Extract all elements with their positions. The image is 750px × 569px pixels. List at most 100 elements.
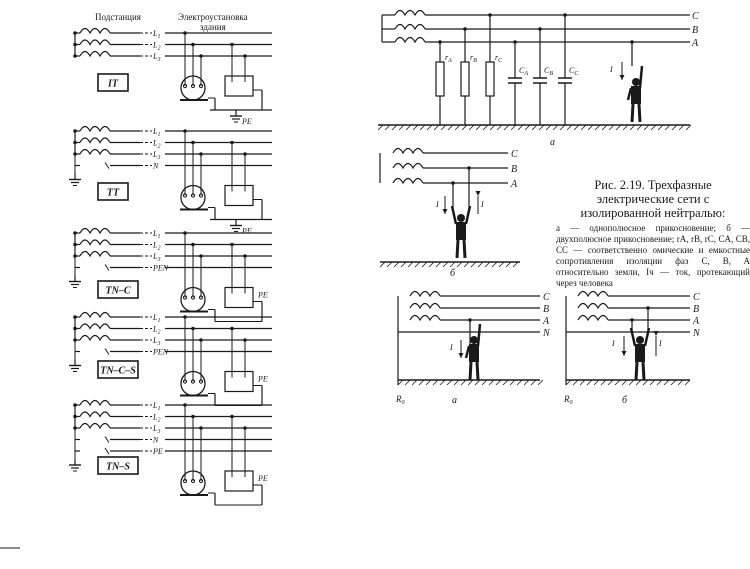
figure-label: б [450, 268, 456, 279]
junction-dot [191, 242, 195, 247]
subscript: 2 [157, 418, 160, 424]
ground-resistance-label: R0 [395, 394, 405, 406]
system-box [97, 280, 139, 299]
terminal [182, 193, 188, 198]
transformer-winding [79, 323, 111, 330]
arrow-head [653, 331, 659, 336]
junction-dot [73, 31, 77, 35]
ground-hatch [629, 124, 636, 131]
transformer-winding [409, 314, 441, 322]
junction-dot [243, 426, 247, 430]
transformer-winding [79, 50, 111, 58]
caption-title: Рис. 2.19. Трехфазные электрические сети… [580, 178, 726, 220]
pe-label: PE [241, 227, 252, 236]
person-arm [629, 327, 637, 347]
ground-hatch [505, 261, 512, 268]
transformer-winding [79, 239, 111, 246]
conductor-label: L2 [152, 325, 160, 336]
insulation-resistor [485, 61, 495, 97]
ground-hatch [481, 379, 488, 386]
subscript: A [523, 71, 528, 77]
transformer-winding [79, 39, 111, 46]
ground-hatch [447, 124, 454, 131]
transformer-winding [392, 162, 424, 170]
phase-label: C [511, 149, 518, 160]
junction-dot [191, 414, 195, 419]
ground-hatch [454, 124, 461, 131]
ground-hatch [684, 379, 691, 386]
person-leg [637, 103, 642, 123]
substation-label: Подстанция [95, 12, 141, 22]
tick [104, 447, 110, 455]
ground-hatch [435, 261, 442, 268]
conductor-label: PE [152, 447, 163, 456]
transformer-winding [79, 125, 111, 133]
ground-hatch [649, 379, 656, 386]
subscript: C [574, 71, 579, 77]
ground-hatch [657, 124, 664, 131]
ground-hatch [391, 124, 398, 131]
subscript: B [549, 71, 553, 77]
transformer-winding [79, 137, 111, 144]
system-name: IT [107, 79, 119, 90]
conductor-label: L1 [152, 127, 160, 138]
current-label: I [435, 200, 439, 209]
ground-hatch [419, 124, 426, 131]
ground-hatch [489, 124, 496, 131]
subscript: 1 [157, 234, 160, 240]
junction-dot [73, 403, 77, 407]
junction-dot [243, 152, 247, 156]
ground-hatch [461, 124, 468, 131]
terminal [190, 478, 196, 484]
ground-hatch [475, 124, 482, 131]
ground-hatch [538, 124, 545, 131]
ground-hatch [393, 261, 400, 268]
ground-hatch [411, 379, 418, 386]
current-label: I [658, 339, 662, 348]
transformer-winding [79, 411, 111, 418]
ground-hatch [579, 379, 586, 386]
phase-label: A [692, 316, 700, 327]
ground-hatch [614, 379, 621, 386]
person-leg [475, 361, 480, 381]
transformer-winding [577, 302, 609, 310]
ground-hatch [432, 379, 439, 386]
phase-label: A [542, 316, 550, 327]
ground-hatch [449, 261, 456, 268]
system-name: TN–S [106, 462, 130, 473]
conductor-label: L2 [152, 241, 160, 252]
arrow-head [442, 209, 448, 214]
ground-hatch [566, 124, 573, 131]
conductor-label: L2 [152, 413, 160, 424]
ground-hatch [656, 379, 663, 386]
appliance [224, 370, 254, 393]
phase-label: A [510, 179, 518, 190]
phase-label: C [692, 11, 699, 22]
phase-label: B [693, 304, 699, 315]
person-head [632, 78, 640, 86]
ground-hatch [426, 124, 433, 131]
ground-hatch [628, 379, 635, 386]
person-arm [476, 323, 482, 347]
terminal [198, 295, 204, 300]
transformer-winding [394, 9, 426, 17]
person-head [470, 336, 478, 344]
transformer-winding [409, 302, 441, 310]
ground-hatch [467, 379, 474, 386]
system-box [97, 73, 129, 92]
phase-label: N [692, 328, 701, 339]
system-box [97, 182, 129, 201]
junction-dot [73, 315, 77, 319]
transformer-winding [577, 314, 609, 322]
transformer-winding [79, 148, 111, 156]
person-body [456, 222, 466, 240]
ground-hatch [468, 124, 475, 131]
ground-hatch [643, 124, 650, 131]
subscript: 3 [156, 155, 160, 161]
terminal [198, 478, 204, 484]
junction-dot [199, 152, 203, 156]
system-name: TT [107, 188, 120, 199]
subscript: 2 [157, 144, 160, 150]
person-leg [468, 361, 473, 381]
junction-dot [73, 42, 77, 47]
